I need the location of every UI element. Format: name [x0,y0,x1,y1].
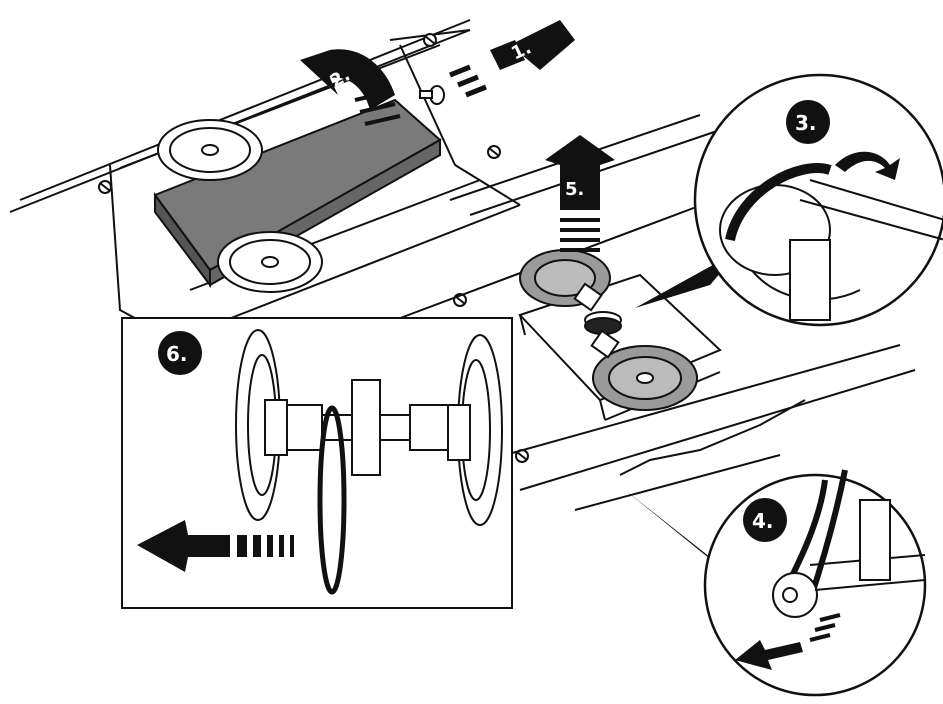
rotate-arrow-icon [300,49,401,126]
screw-icon [419,85,445,105]
step-3-badge: 3. [786,100,830,144]
step-6-badge: 6. [158,331,202,375]
drive-wheel [235,329,288,521]
step-6-label: 6. [166,342,188,366]
drive-wheel [217,231,323,293]
drive-wheel [157,119,263,181]
axle-assembly [286,379,449,476]
step-5-label: 5. [565,179,584,200]
arrow-left-icon [137,520,294,572]
arrow-right-icon [449,20,575,98]
axle-assembly [573,282,622,359]
step-4-label: 4. [752,509,774,533]
screw-icon [98,33,529,463]
step-3-label: 3. [795,111,817,135]
step-6-panel: 6. [121,317,513,609]
step-3-detail [635,73,943,327]
rotate-arrow-icon [835,151,900,180]
arrow-left-icon [735,613,841,670]
drive-wheel [447,334,503,526]
drive-belt [317,405,347,595]
step-4-badge: 4. [743,498,787,542]
arrow-up-icon [545,135,615,252]
